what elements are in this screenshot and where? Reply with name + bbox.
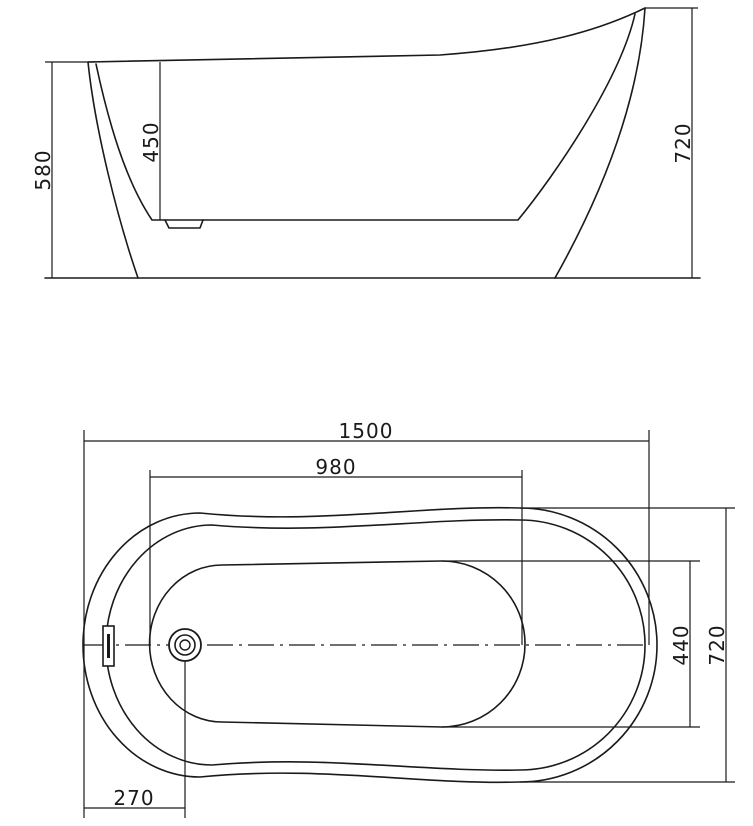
dim-1500-label: 1500 bbox=[339, 419, 394, 443]
drain-inner bbox=[179, 639, 191, 651]
tub-inner-profile bbox=[95, 13, 636, 221]
dim-270-label: 270 bbox=[113, 786, 154, 810]
drain-mid bbox=[174, 634, 196, 656]
side-view: 580 450 720 bbox=[31, 7, 701, 279]
dim-720-label: 720 bbox=[671, 122, 695, 163]
dim-plan-720-label: 720 bbox=[705, 624, 729, 665]
dim-450-label: 450 bbox=[139, 121, 163, 162]
drain-outer bbox=[168, 628, 202, 662]
drain-fitting bbox=[164, 219, 204, 229]
tub-basin-outline bbox=[148, 560, 526, 728]
dim-580-label: 580 bbox=[31, 149, 55, 190]
dim-980-label: 980 bbox=[315, 455, 356, 479]
overflow-slot bbox=[107, 634, 110, 658]
dim-440-label: 440 bbox=[669, 624, 693, 665]
tub-outer-profile bbox=[87, 7, 646, 279]
plan-view: 1500 980 270 440 720 bbox=[82, 419, 735, 818]
